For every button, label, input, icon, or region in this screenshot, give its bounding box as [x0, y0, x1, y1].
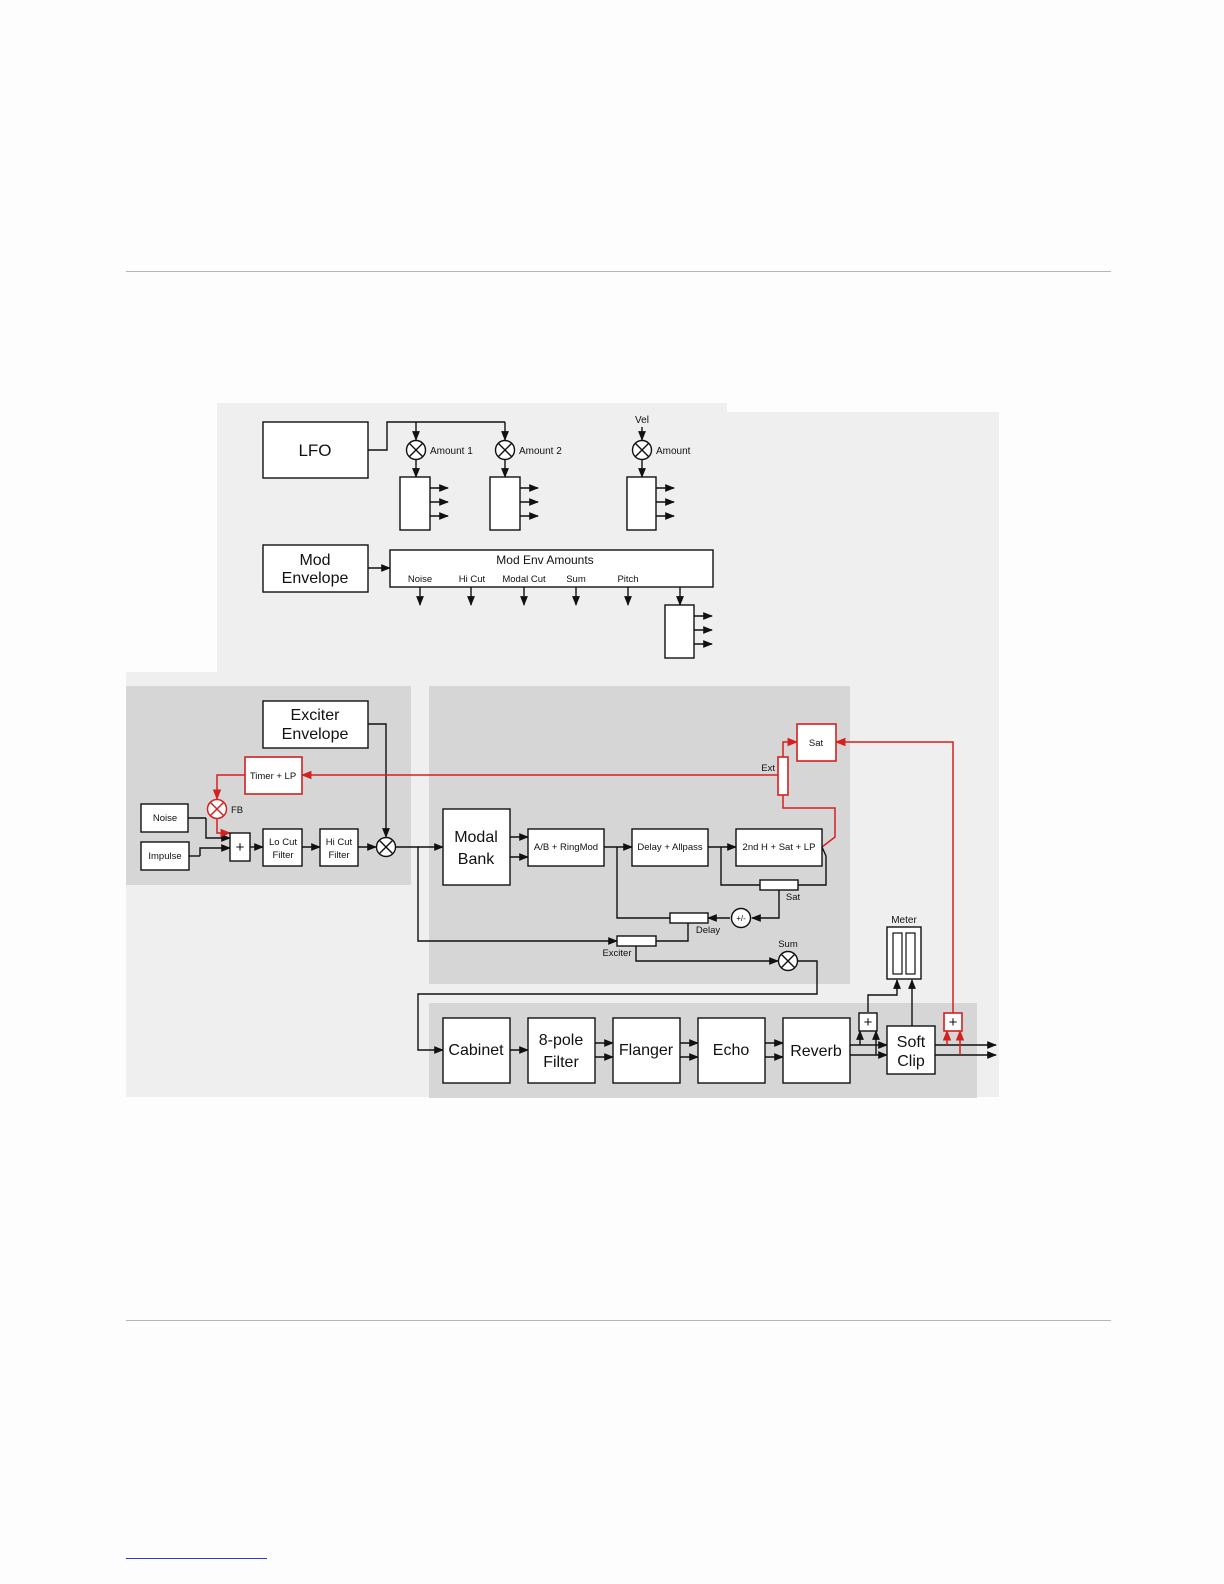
lo-cut-filter-box — [262, 828, 303, 867]
ab-ringmod-box — [527, 828, 605, 867]
timer-lp-label: Timer + LP — [250, 771, 296, 782]
amount2-label: Amount 2 — [519, 446, 562, 457]
feedback-sum-symbol: + — [949, 1014, 958, 1031]
mod-env-amounts-label: Mod Env Amounts — [496, 553, 593, 567]
mod-envelope-label-1: Mod — [299, 552, 330, 569]
sat-chain-label: 2nd H + Sat + LP — [743, 842, 816, 853]
mod-env-amounts-box — [389, 549, 714, 588]
flanger-box — [612, 1017, 681, 1084]
bottom-divider — [126, 1320, 1111, 1321]
hi-cut-filter-box — [319, 828, 359, 867]
polarity-label: +/- — [736, 914, 746, 923]
cabinet-box — [442, 1017, 511, 1084]
sat-crossfader-label: Sat — [786, 892, 801, 903]
soft-clip-box — [886, 1025, 936, 1075]
meter-sum-box — [858, 1012, 878, 1032]
mod-envelope-box — [262, 544, 369, 593]
feedback-multiplier-icon — [206, 798, 228, 820]
echo-box — [697, 1017, 766, 1084]
sum-label: Sum — [778, 939, 798, 950]
multiplier-vel-icon — [631, 439, 653, 461]
mod-target-box-3 — [626, 476, 657, 531]
soft-clip-label-2: Clip — [897, 1053, 925, 1070]
reverb-label: Reverb — [790, 1043, 842, 1060]
multiplier-amount1-icon — [405, 439, 427, 461]
ext-label: Ext — [761, 763, 775, 774]
filter-label-1: 8-pole — [539, 1032, 584, 1049]
delay-allpass-box — [631, 828, 709, 867]
reverb-box — [782, 1017, 851, 1084]
soft-clip-label-1: Soft — [897, 1034, 926, 1051]
ext-crossfader — [777, 756, 789, 796]
target-modal-cut-label: Modal Cut — [502, 574, 546, 585]
noise-box — [140, 803, 189, 833]
mod-target-box-1 — [399, 476, 431, 531]
exciter-envelope-label-2: Envelope — [282, 726, 349, 743]
eight-pole-filter-box — [527, 1017, 596, 1084]
noise-label: Noise — [153, 813, 177, 824]
lo-cut-label-1: Lo Cut — [269, 837, 297, 848]
target-hi-cut-label: Hi Cut — [459, 574, 486, 585]
hi-cut-label-1: Hi Cut — [326, 837, 353, 848]
impulse-box — [140, 841, 190, 871]
mod-target-box-4 — [664, 604, 695, 659]
ab-ringmod-label: A/B + RingMod — [534, 842, 598, 853]
modal-bank-label-1: Modal — [454, 829, 498, 846]
mod-envelope-label-2: Envelope — [282, 570, 349, 587]
polarity-switch-icon: +/- — [730, 907, 752, 929]
delay-crossfader-label: Delay — [696, 925, 721, 936]
feedback-sum-box — [943, 1012, 963, 1032]
multiplier-amount2-icon — [494, 439, 516, 461]
sat-box-label: Sat — [809, 738, 824, 749]
meter-sum-symbol: + — [864, 1014, 873, 1031]
filter-label-2: Filter — [543, 1054, 579, 1071]
cabinet-label: Cabinet — [448, 1042, 504, 1059]
lo-cut-label-2: Filter — [272, 850, 293, 861]
impulse-label: Impulse — [148, 851, 181, 862]
delay-allpass-label: Delay + Allpass — [637, 842, 702, 853]
sat-box — [796, 723, 837, 762]
meter-icon — [886, 926, 922, 980]
exciter-sum-box — [229, 832, 251, 862]
exciter-envelope-label-1: Exciter — [291, 707, 341, 724]
vel-label: Vel — [635, 415, 649, 426]
exciter-sum-symbol: + — [236, 839, 245, 856]
meter-label: Meter — [891, 915, 917, 926]
target-noise-label: Noise — [408, 574, 432, 585]
amount-label: Amount — [656, 446, 691, 457]
exciter-crossfader — [616, 935, 657, 947]
timer-lp-box — [244, 756, 303, 795]
exciter-envelope-box — [262, 700, 369, 749]
modal-bank-label-2: Bank — [458, 851, 495, 868]
modal-bank-box — [442, 808, 511, 886]
echo-label: Echo — [713, 1042, 750, 1059]
target-sum-label: Sum — [566, 574, 586, 585]
fb-label: FB — [231, 805, 243, 816]
target-pitch-label: Pitch — [617, 574, 638, 585]
sat-chain-box — [735, 828, 823, 867]
lfo-label: LFO — [298, 441, 331, 460]
top-divider — [126, 271, 1111, 272]
sat-crossfader — [759, 879, 799, 891]
lfo-box — [262, 421, 369, 479]
exciter-multiplier-icon — [375, 836, 397, 858]
footer-link-underline — [126, 1558, 267, 1559]
delay-crossfader — [669, 912, 709, 924]
hi-cut-label-2: Filter — [328, 850, 349, 861]
exciter-crossfader-label: Exciter — [602, 948, 631, 959]
sum-multiplier-icon — [777, 950, 799, 972]
amount1-label: Amount 1 — [430, 446, 473, 457]
mod-target-box-2 — [489, 476, 521, 531]
flanger-label: Flanger — [619, 1042, 674, 1059]
